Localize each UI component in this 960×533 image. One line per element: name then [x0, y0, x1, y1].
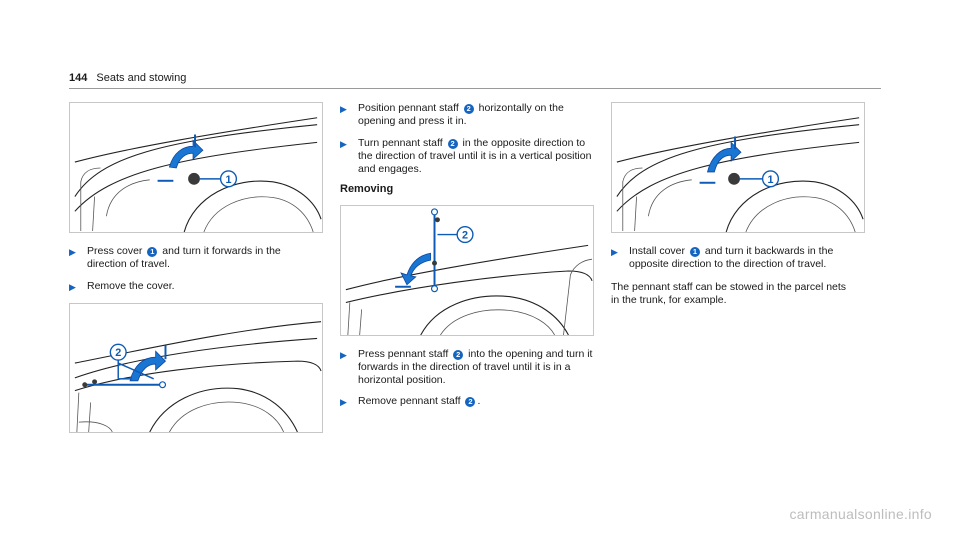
step-press-pennant: ▶ Press pennant staff 2 into the opening…	[340, 348, 593, 386]
figure-pennant-horizontal: 2	[69, 303, 323, 433]
section-title: Seats and stowing	[96, 72, 187, 84]
rotate-arrow-icon	[400, 252, 431, 286]
callout-badge: 1	[147, 247, 158, 257]
callout-2	[456, 225, 474, 244]
callout-number: 1	[767, 174, 773, 186]
step-arrow-icon: ▶	[340, 397, 347, 407]
rotate-arrow-icon	[706, 141, 742, 173]
page-header: 144 Seats and stowing	[69, 72, 186, 84]
step-position-pennant: ▶ Position pennant staff 2 horizontally …	[340, 102, 564, 127]
figure-pennant-vertical: 2	[340, 205, 594, 336]
step-press-cover: ▶ Press cover 1 and turn it forwards in …	[69, 245, 281, 270]
callout-number: 2	[462, 229, 468, 241]
car-front-illustration: 1	[616, 117, 864, 232]
step-remove-pennant: ▶ Remove pennant staff 2.	[340, 395, 481, 407]
callout-badge: 2	[465, 397, 476, 407]
watermark: carmanualsonline.info	[789, 506, 932, 522]
car-front-illustration: 2	[345, 208, 593, 335]
car-front-illustration: 2	[74, 321, 322, 432]
callout-1	[219, 170, 238, 188]
step-arrow-icon: ▶	[340, 350, 347, 360]
step-arrow-icon: ▶	[69, 247, 76, 257]
callout-badge: 2	[453, 350, 464, 360]
callout-badge: 1	[689, 247, 700, 257]
cover-dot	[728, 172, 740, 185]
step-arrow-icon: ▶	[69, 282, 76, 292]
step-install-cover: ▶ Install cover 1 and turn it backwards …	[611, 245, 834, 270]
step-arrow-icon: ▶	[611, 247, 618, 257]
step-arrow-icon: ▶	[340, 139, 347, 149]
callout-number: 1	[225, 174, 231, 186]
car-front-illustration: 1	[74, 117, 322, 232]
callout-2	[109, 343, 127, 361]
storage-note: The pennant staff can be stowed in the p…	[611, 281, 847, 306]
removing-heading: Removing	[340, 183, 394, 195]
callout-number: 2	[115, 347, 121, 359]
callout-badge: 2	[463, 104, 474, 114]
callout-badge: 2	[447, 139, 458, 149]
callout-1	[761, 170, 780, 188]
figure-cover-install: 1	[611, 102, 865, 233]
cover-dot	[188, 172, 200, 185]
step-turn-pennant: ▶ Turn pennant staff 2 in the opposite d…	[340, 137, 592, 175]
page-number: 144	[69, 72, 88, 84]
step-remove-cover: ▶ Remove the cover.	[69, 280, 175, 292]
figure-cover-press: 1	[69, 102, 323, 233]
step-arrow-icon: ▶	[340, 104, 347, 114]
header-divider	[69, 88, 881, 89]
